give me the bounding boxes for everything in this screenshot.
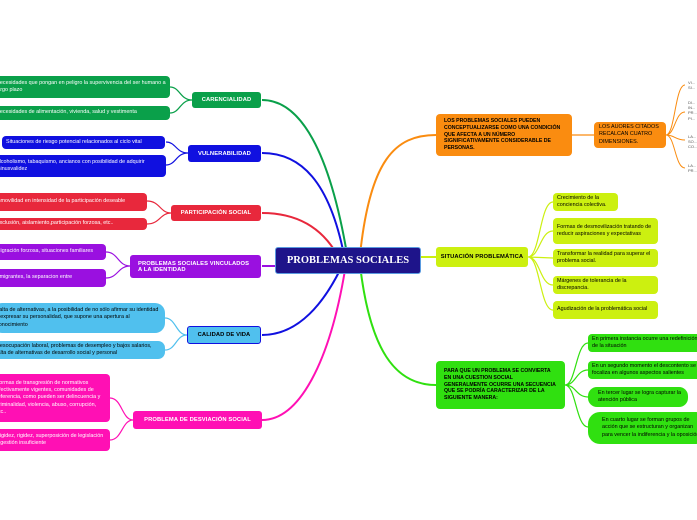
dimension-4: LA... PR... [688, 163, 697, 174]
identidad-item-2[interactable]: Emigrantes, la separacion entre [0, 269, 106, 287]
calidad-item-2[interactable]: Desocupación laboral, problemas de desem… [0, 341, 165, 359]
carencialidad-item-1[interactable]: Necesidades que pongan en peligro la sup… [0, 76, 170, 98]
participacion-item-1[interactable]: Inmovilidad en intensidad de la particip… [0, 193, 147, 211]
vulnerabilidad-item-1[interactable]: Situaciones de riesgo potencial relacion… [2, 136, 165, 149]
topic-identidad[interactable]: PROBLEMAS SOCIALES VINCULADOS A LA IDENT… [130, 255, 261, 278]
dimension-1: VI... SI... [688, 80, 696, 91]
situacion-item-2[interactable]: Formas de desmovilización tratando de re… [553, 218, 658, 244]
secuencia-item-4[interactable]: En cuarto lugar se forman grupos de acci… [588, 412, 697, 444]
desviacion-item-2[interactable]: Rigidez, rigidez, superposición de legis… [0, 429, 110, 451]
secuencia-item-2[interactable]: En un segundo momento el descontento se … [588, 361, 697, 379]
situacion-item-3[interactable]: Transformar la realidad para superar el … [553, 249, 658, 267]
condicion-dimensiones[interactable]: LOS AUORES CITADOS RECALCAN CUATRO DIMEN… [594, 122, 666, 148]
secuencia-item-1[interactable]: En primera instancia ocurre una redefini… [588, 334, 697, 352]
topic-desviacion-social[interactable]: PROBLEMA DE DESVIACIÓN SOCIAL [133, 411, 262, 429]
carencialidad-item-2[interactable]: Necesidades de alimentación, vivienda, s… [0, 106, 170, 120]
identidad-item-1[interactable]: Migración forzosa, situaciones familiare… [0, 244, 106, 260]
central-topic[interactable]: PROBLEMAS SOCIALES [275, 247, 421, 274]
topic-carencialidad[interactable]: CARENCIALIDAD [192, 92, 261, 108]
situacion-item-4[interactable]: Márgenes de tolerancia de la discrepanci… [553, 276, 658, 294]
topic-calidad-de-vida[interactable]: CALIDAD DE VIDA [187, 326, 261, 344]
topic-situacion-problematica[interactable]: SITUACIÓN PROBLEMÁTICA [436, 247, 528, 267]
dimension-2: DI... IN... PR... PI... [688, 100, 697, 121]
vulnerabilidad-item-2[interactable]: Alcoholismo, tabaquismo, ancianos con po… [0, 155, 166, 177]
topic-condicion[interactable]: LOS PROBLEMAS SOCIALES PUEDEN CONCEPTUAL… [436, 114, 572, 156]
dimension-3: LA... SO... CO... [688, 134, 697, 150]
participacion-item-2[interactable]: Exclusión, aislamiento,participación for… [0, 218, 147, 230]
topic-participacion-social[interactable]: PARTICIPACIÓN SOCIAL [171, 205, 261, 221]
topic-secuencia[interactable]: PARA QUE UN PROBLEMA SE CONVIERTA EN UNA… [436, 361, 565, 409]
secuencia-item-3[interactable]: En tercer lugar se logra capturar la ate… [588, 387, 688, 407]
topic-vulnerabilidad[interactable]: VULNERABILIDAD [188, 145, 261, 162]
desviacion-item-1[interactable]: Formas de transgresión de normativos efe… [0, 374, 110, 422]
calidad-item-1[interactable]: Falta de alternativas, a la posibilidad … [0, 303, 165, 333]
situacion-item-5[interactable]: Agudización de la problemática social [553, 301, 658, 319]
situacion-item-1[interactable]: Crecimiento de la conciencia colectiva. [553, 193, 618, 211]
